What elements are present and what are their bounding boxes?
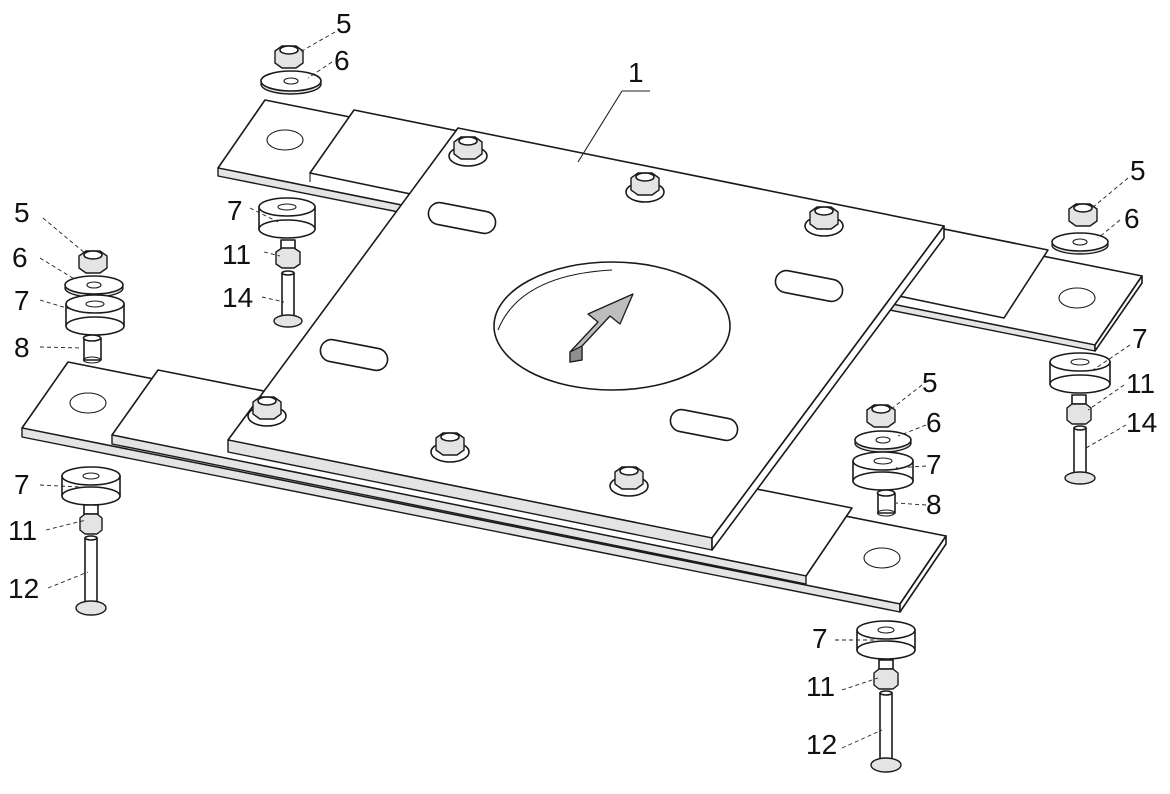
callout-bushing: 7 <box>14 469 30 500</box>
stack-center-right <box>852 404 914 517</box>
rail-front-side-edge <box>899 535 947 613</box>
callout-coupler: 11 <box>222 239 251 270</box>
coupler-part <box>275 239 301 269</box>
rail-back-side-edge <box>1094 275 1143 352</box>
stack-top-left <box>258 197 316 328</box>
rail-back-hole-right <box>1058 287 1096 309</box>
bushing-part <box>1049 352 1111 394</box>
stack-right-top <box>1051 203 1109 255</box>
plate-slot <box>319 338 389 372</box>
callout-coupler: 11 <box>8 515 37 546</box>
nut-part <box>78 250 108 274</box>
stack-right-bottom <box>1049 352 1111 485</box>
nut-part <box>866 404 896 428</box>
plate-nut <box>625 172 665 203</box>
bushing-part <box>258 197 316 239</box>
stack-left <box>64 250 125 364</box>
callout-labels: 1 5 6 7 11 14 5 6 7 8 7 11 12 5 6 7 11 1… <box>8 8 1157 760</box>
callout-sleeve: 8 <box>926 489 942 520</box>
callout-nut: 5 <box>14 197 30 228</box>
rail-back-hole-left <box>266 129 304 151</box>
bushing-part <box>61 466 121 506</box>
sleeve-part <box>876 489 896 517</box>
main-plate <box>227 127 945 551</box>
bushing-part <box>65 294 125 336</box>
callout-bushing: 7 <box>1132 323 1148 354</box>
plate-nut <box>448 136 488 167</box>
plate-nut <box>609 466 649 497</box>
bushing-part <box>856 620 916 660</box>
callout-bushing: 7 <box>926 449 942 480</box>
callout-bushing: 7 <box>812 623 828 654</box>
coupler-part <box>873 659 899 690</box>
callout-bolt-short: 14 <box>1126 407 1157 438</box>
plate-nuts <box>247 136 844 497</box>
callout-coupler: 11 <box>1126 368 1155 399</box>
direction-arrow-icon <box>569 293 634 363</box>
bolt-part <box>75 535 107 616</box>
main-plate-side-edge <box>711 225 945 551</box>
bushing-part <box>852 451 914 491</box>
callout-nut: 5 <box>922 367 938 398</box>
callout-bolt-long: 12 <box>8 573 39 604</box>
bolt-part <box>870 690 902 773</box>
nut-part <box>1068 203 1098 227</box>
washer-part <box>260 70 322 95</box>
callout-bushing: 7 <box>227 195 243 226</box>
callout-washer: 6 <box>926 407 942 438</box>
callout-washer: 6 <box>12 242 28 273</box>
washer-part <box>854 430 912 453</box>
callout-washer: 6 <box>1124 203 1140 234</box>
callout-bushing: 7 <box>14 285 30 316</box>
callout-washer: 6 <box>334 45 350 76</box>
rail-front-hole-left <box>69 392 107 414</box>
plate-nut <box>804 206 844 237</box>
callout-plate: 1 <box>628 57 644 88</box>
callout-nut: 5 <box>336 8 352 39</box>
callout-coupler: 11 <box>806 671 835 702</box>
plate-slot <box>774 269 844 303</box>
plate-nut <box>247 396 287 427</box>
washer-part <box>1051 232 1109 255</box>
sleeve-part <box>82 334 102 364</box>
plate-nut <box>430 432 470 463</box>
rail-front-spacer-edge <box>111 434 807 585</box>
callout-sleeve: 8 <box>14 332 30 363</box>
plate-center-hole <box>493 261 731 391</box>
bolt-part <box>1064 425 1096 485</box>
coupler-part <box>1066 394 1092 425</box>
callout-bolt-long: 12 <box>806 729 837 760</box>
washer-part <box>64 275 124 298</box>
nut-part <box>274 45 304 69</box>
callout-nut: 5 <box>1130 155 1146 186</box>
coupler-part <box>79 504 103 535</box>
stack-bottom-left <box>61 466 121 616</box>
callout-bolt-short: 14 <box>222 282 253 313</box>
leader-lines <box>39 31 1131 749</box>
rail-front-hole-right <box>863 547 901 569</box>
plate-slot <box>427 201 497 235</box>
plate-slots <box>319 201 844 442</box>
stack-bottom-right <box>856 620 916 773</box>
plate-slot <box>669 408 739 442</box>
stack-top-center <box>260 45 322 95</box>
bolt-part <box>273 270 303 328</box>
